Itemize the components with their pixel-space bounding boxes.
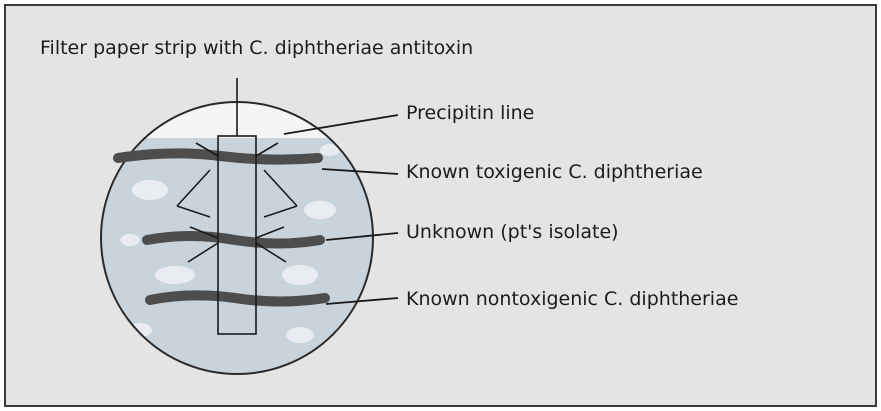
precipitin-line-label: Precipitin line xyxy=(406,104,534,123)
nontoxigenic-streak xyxy=(150,295,325,301)
unknown-isolate-label: Unknown (pt's isolate) xyxy=(406,223,619,242)
known-toxigenic-label: Known toxigenic C. diphtheriae xyxy=(406,163,703,182)
known-nontoxigenic-label: Known nontoxigenic C. diphtheriae xyxy=(406,290,738,309)
strip-title-label: Filter paper strip with C. diphtheriae a… xyxy=(40,39,473,58)
agar-plate-top-region xyxy=(95,98,385,138)
